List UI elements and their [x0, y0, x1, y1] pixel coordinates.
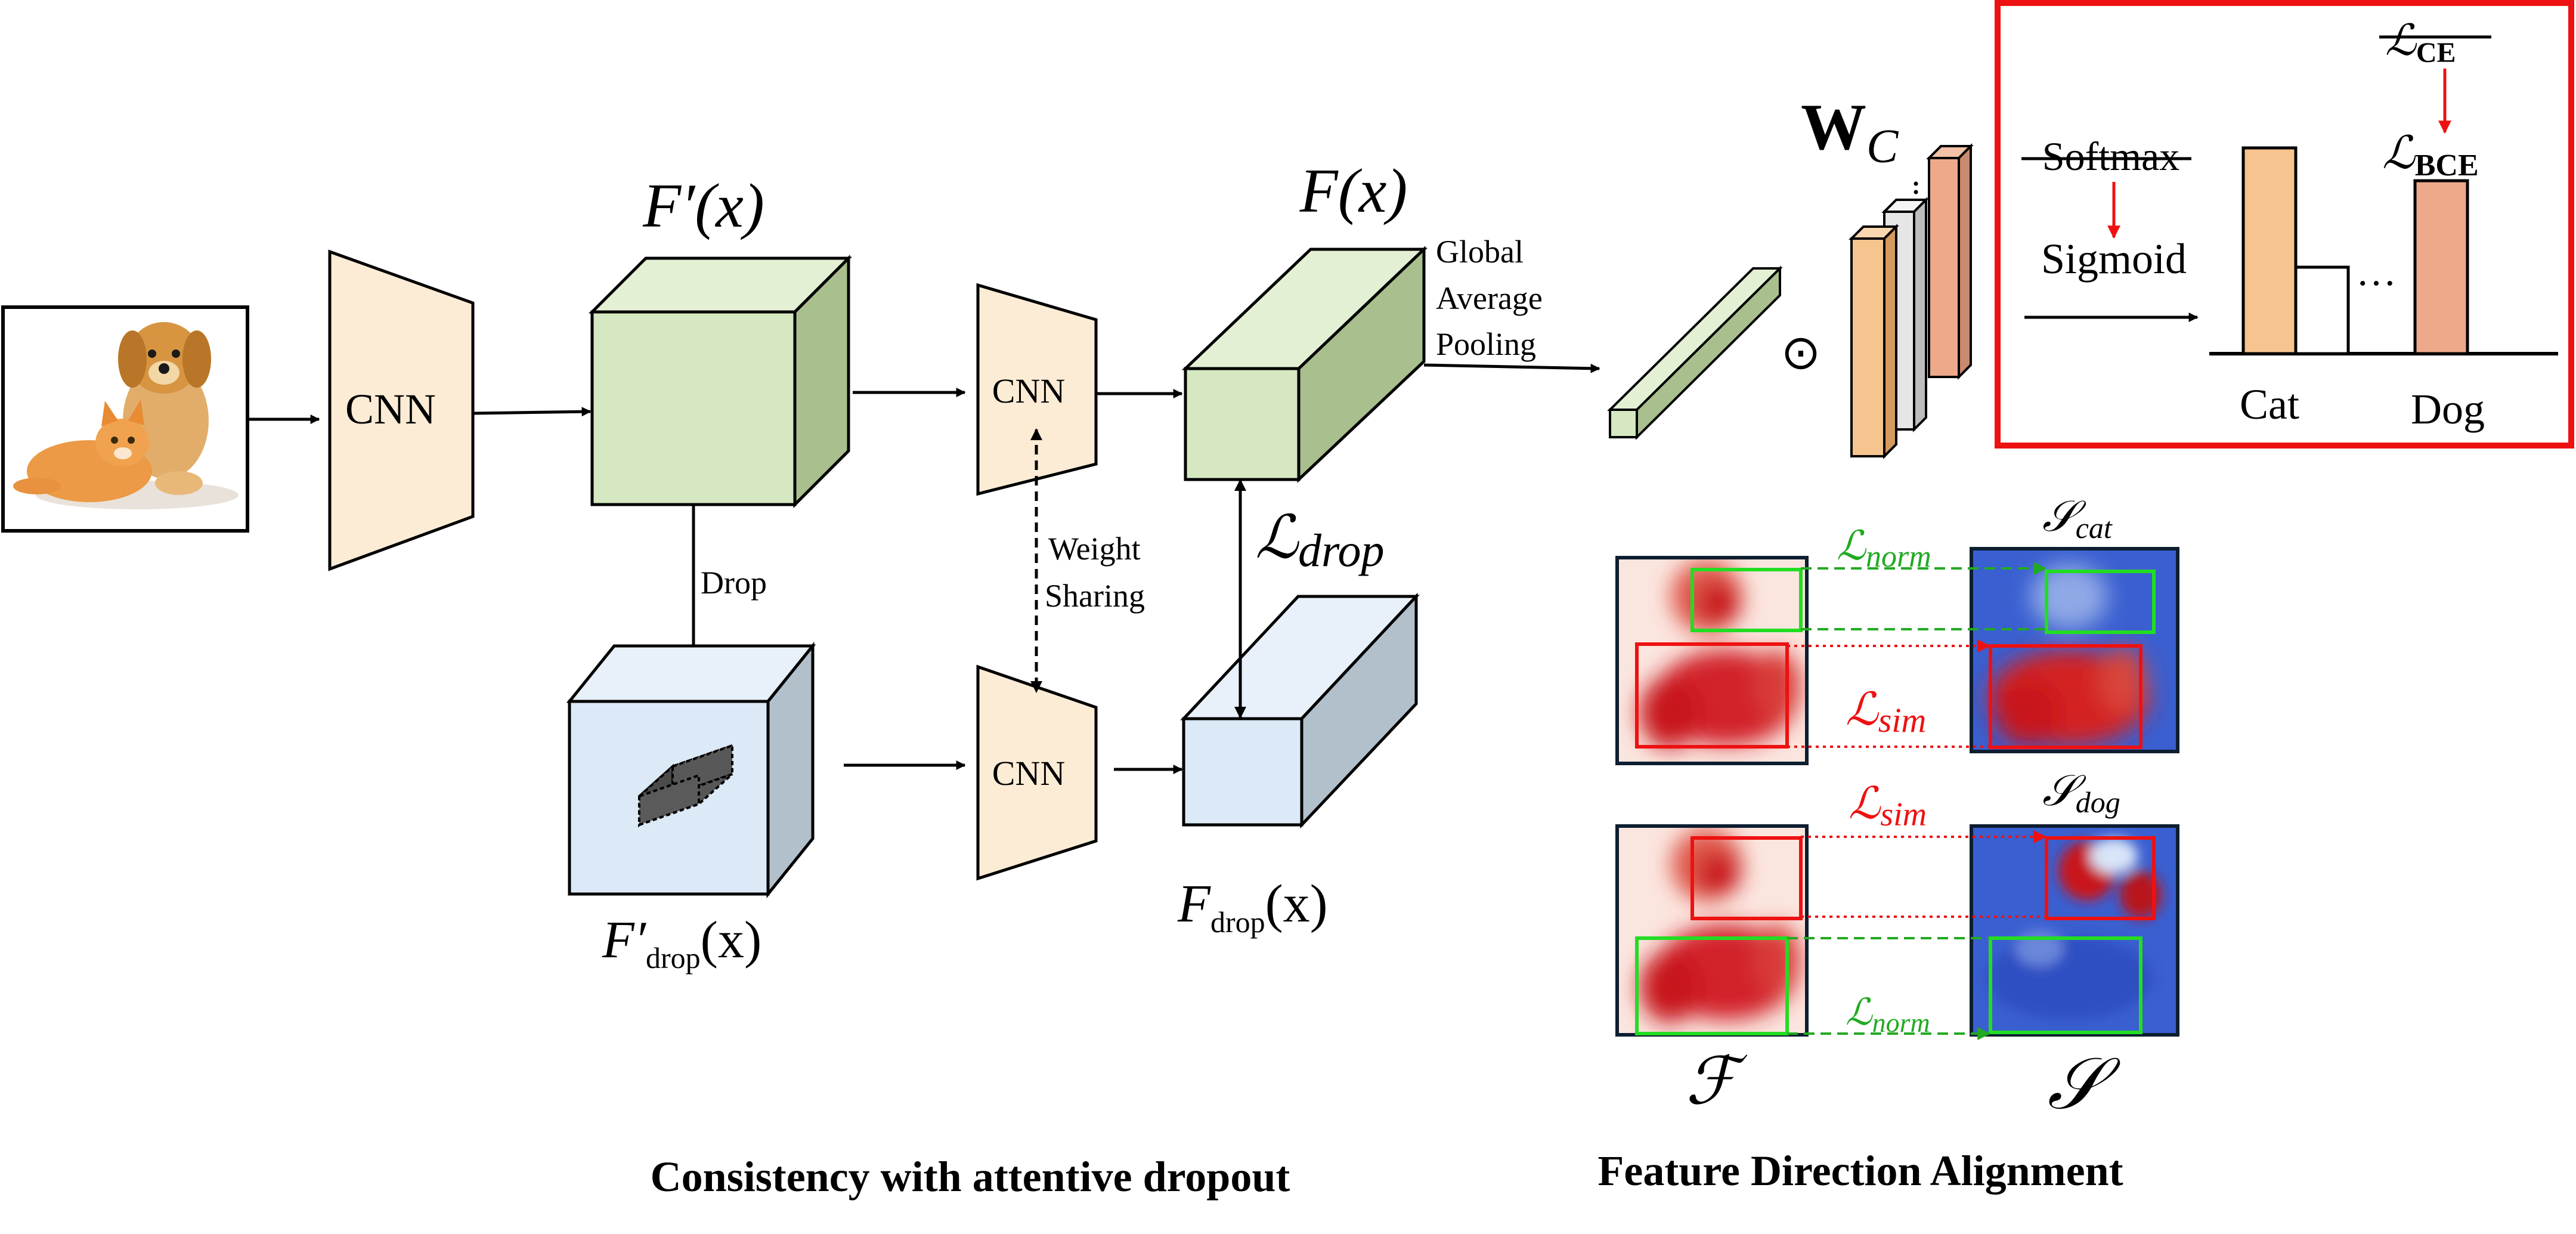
f-drop-box [1180, 592, 1420, 829]
input-image [1, 305, 249, 533]
cnn-bottom-label: CNN [992, 754, 1065, 793]
f-drop-prime-label: F′drop(x) [602, 911, 761, 975]
cnn-top-label: CNN [992, 372, 1065, 410]
sigmoid-label: Sigmoid [2041, 235, 2187, 283]
bar-cat-label: Cat [2240, 381, 2299, 428]
bbox-dog-red-s-dog [2045, 836, 2156, 920]
bar-ellipsis: … [2356, 249, 2397, 294]
f-script-label: ℱ [1686, 1045, 1748, 1118]
similarity-map-cat [1970, 547, 2179, 753]
cnn-top: CNN [976, 283, 1098, 496]
w-c-label: WC [1801, 91, 1899, 173]
bar-dog-label: Dog [2411, 385, 2485, 433]
cnn-main: CNN [328, 249, 475, 571]
l-norm-label-bottom: ℒnorm [1846, 992, 1930, 1038]
f-x-box [1181, 246, 1428, 483]
bbox-dog-red [1690, 836, 1803, 920]
s-script-label: 𝒮 [2048, 1044, 2121, 1124]
bbox-dog-green-s-cat [2045, 570, 2156, 634]
weight-bar-front [1849, 224, 1899, 459]
bar-dog [2413, 179, 2469, 355]
weight-bar-back [1926, 143, 1974, 380]
cnn-bottom: CNN [976, 664, 1098, 881]
feature-map-top [1615, 556, 1809, 765]
f-drop-label: Fdrop(x) [1177, 874, 1328, 939]
s-cat-label: 𝒮cat [2042, 493, 2113, 545]
f-drop-prime-cube [566, 641, 816, 899]
caption-right: Feature Direction Alignment [1597, 1147, 2123, 1195]
cat-illustration [13, 400, 152, 502]
similarity-map-dog [1970, 824, 2179, 1037]
l-norm-label-top: ℒnorm [1837, 523, 1931, 574]
dog-illustration [118, 322, 211, 495]
bbox-cat-red-s-cat [1989, 644, 2142, 749]
gap-label-2: Average [1436, 280, 1543, 316]
odot-symbol: ⊙ [1781, 324, 1820, 380]
f-prime-label: F′(x) [642, 171, 764, 240]
bbox-dog-green [1690, 568, 1803, 632]
dropped-block [638, 744, 733, 828]
caption-left: Consistency with attentive dropout [651, 1153, 1290, 1201]
classifier-panel: ℒCE ℒBCE Softmax Sigmoid … Cat Dog [1995, 0, 2574, 449]
cnn-main-label: CNN [345, 385, 436, 433]
feature-map-bottom [1615, 824, 1809, 1037]
l-drop-label: ℒdrop [1255, 505, 1385, 576]
l-sim-label-bottom: ℒsim [1849, 780, 1927, 833]
s-dog-label: 𝒮dog [2042, 767, 2120, 819]
softmax-label: Softmax [2042, 134, 2179, 179]
l-ce-label: ℒCE [2385, 17, 2456, 69]
weight-sharing-label-1: Weight [1048, 531, 1141, 567]
arrow-cnn-to-fprime [472, 407, 592, 417]
drop-label: Drop [701, 565, 767, 601]
weight-sharing-label-2: Sharing [1045, 578, 1145, 614]
pooled-vector [1607, 265, 1783, 440]
f-x-label: F(x) [1299, 156, 1408, 225]
arrow-gap [1423, 363, 1600, 373]
bbox-cat-green-s-dog [1989, 936, 2142, 1034]
gap-label-3: Pooling [1436, 326, 1536, 362]
l-sim-label-top: ℒsim [1846, 685, 1926, 740]
bar-middle [2294, 265, 2350, 355]
l-bce-label: ℒBCE [2382, 128, 2479, 183]
bbox-cat-red [1635, 642, 1789, 749]
gap-label-1: Global [1436, 234, 1524, 270]
weight-matrix-bars [1849, 143, 1974, 459]
bbox-cat-green [1635, 936, 1789, 1035]
bar-cat [2241, 146, 2298, 355]
f-prime-cube [588, 254, 853, 509]
